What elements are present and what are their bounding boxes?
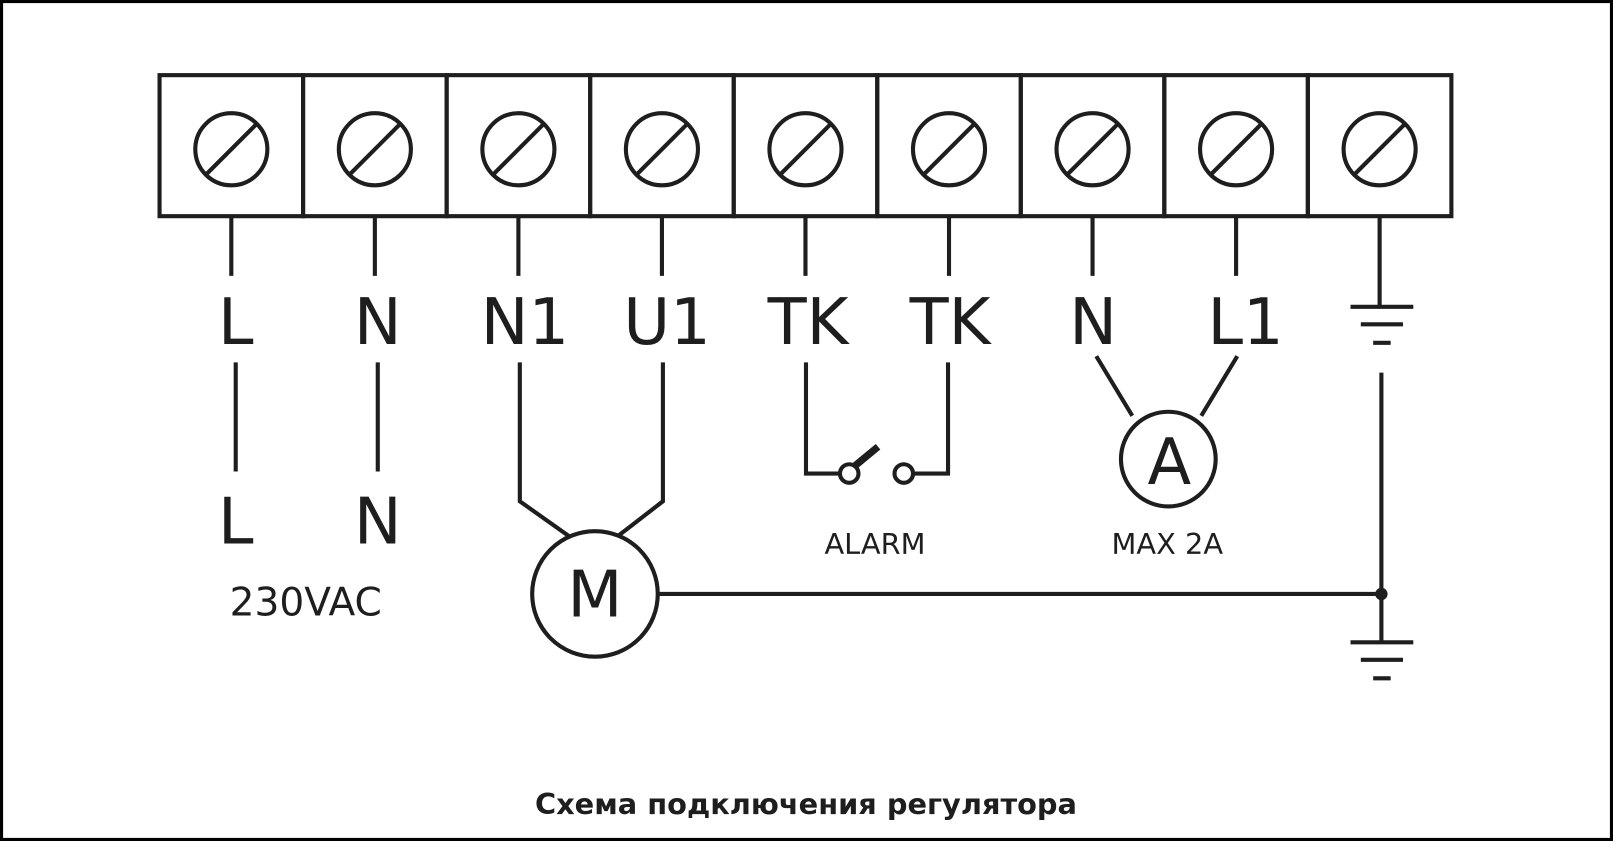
terminal-label-l1: L1: [1207, 286, 1283, 360]
terminal-label-l: L: [218, 286, 254, 360]
supply-voltage-label: 230VAC: [230, 581, 382, 626]
motor-label: M: [567, 559, 622, 633]
screw-icon: [193, 111, 270, 188]
ground-icon: [1350, 304, 1414, 345]
alarm-label: ALARM: [824, 527, 925, 561]
screw-icon: [767, 111, 844, 188]
supply-l-label: L: [218, 486, 254, 560]
terminal-label-tk2: TK: [909, 286, 993, 360]
screw-icon: [1054, 111, 1131, 188]
supply-n-label: N: [354, 486, 402, 560]
terminal-label-tk1: TK: [767, 286, 851, 360]
ammeter-label: A: [1148, 426, 1192, 500]
terminal-block: [157, 73, 1454, 307]
terminal-label-n-out: N: [1069, 286, 1117, 360]
diagram-caption: Схема подключения регулятора: [535, 787, 1077, 821]
screw-icon: [1341, 111, 1418, 188]
screw-icon: [1197, 111, 1275, 188]
ammeter-rating: MAX 2A: [1112, 527, 1224, 561]
screw-icon: [336, 111, 413, 188]
alarm-switch: ALARM: [803, 362, 951, 561]
screw-icon: [480, 111, 557, 188]
ammeter-symbol: A MAX 2A: [1094, 355, 1240, 561]
ground-icon: [1350, 640, 1414, 681]
screw-icon: [623, 111, 701, 188]
screw-icon: [910, 111, 988, 188]
terminal-label-n: N: [354, 286, 402, 360]
motor-symbol: M: [517, 362, 665, 659]
terminal-label-n1: N1: [481, 286, 569, 360]
terminal-label-u1: U1: [623, 286, 710, 360]
